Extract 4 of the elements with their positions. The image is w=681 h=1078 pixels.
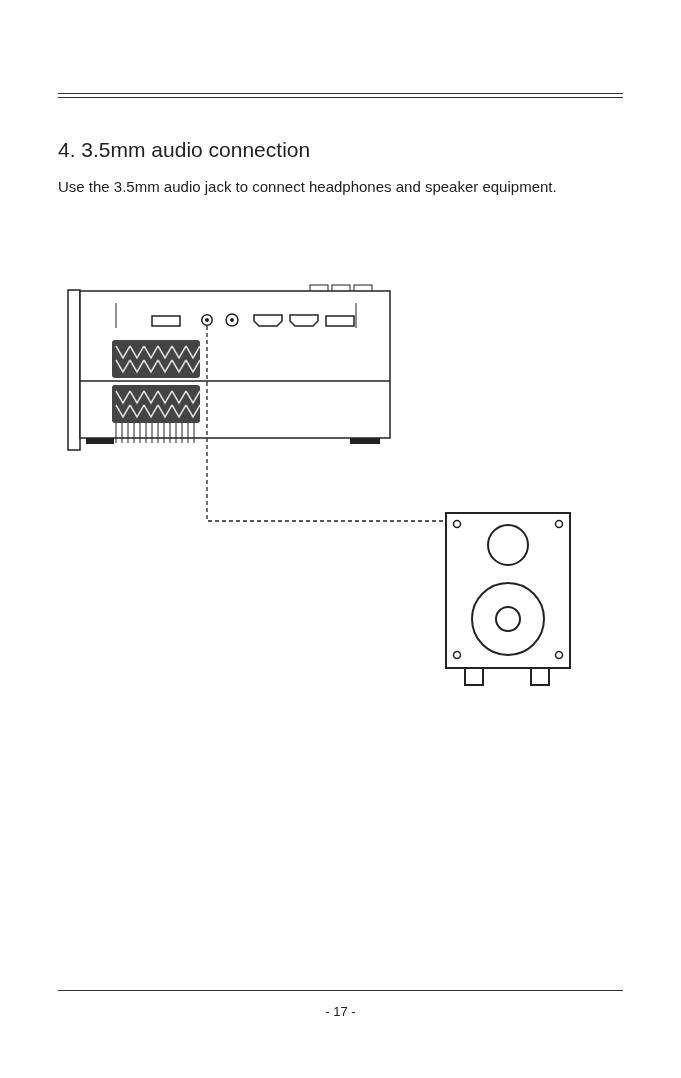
instruction-text: Use the 3.5mm audio jack to connect headphones and speaker equipment. xyxy=(58,178,557,195)
connection-line xyxy=(206,325,446,522)
section-title: 4. 3.5mm audio connection xyxy=(58,138,311,162)
page-number: - 17 - xyxy=(324,1004,357,1019)
